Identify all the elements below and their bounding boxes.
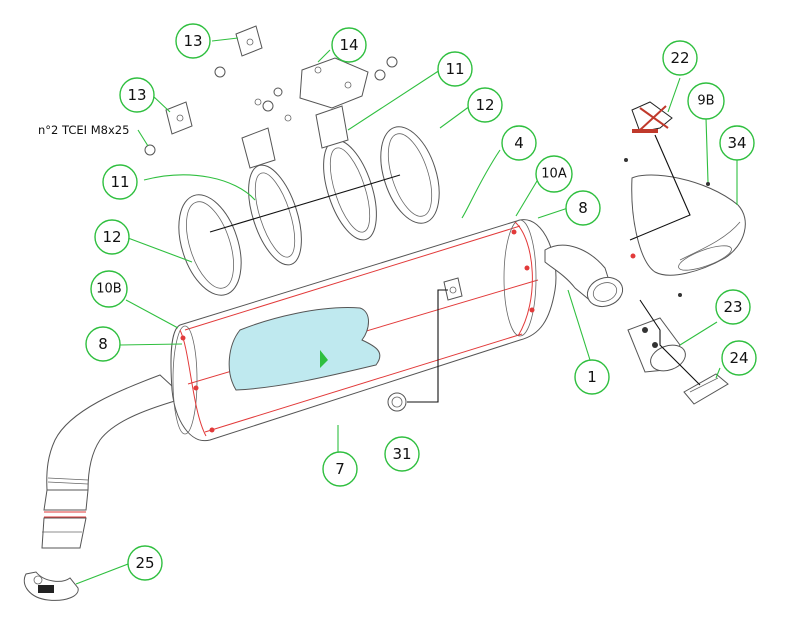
mounting-brackets-11 bbox=[209, 105, 401, 266]
callout-13-top: 13 bbox=[175, 23, 211, 59]
svg-text:8: 8 bbox=[98, 335, 108, 353]
callout-22: 22 bbox=[662, 40, 698, 76]
callout-9b: 9B bbox=[687, 82, 725, 120]
svg-text:8: 8 bbox=[578, 199, 588, 217]
svg-text:9B: 9B bbox=[697, 94, 714, 109]
callout-12-left: 12 bbox=[94, 219, 130, 255]
svg-text:11: 11 bbox=[110, 173, 129, 191]
svg-text:14: 14 bbox=[339, 36, 358, 54]
gasket-24 bbox=[683, 373, 729, 405]
callout-25: 25 bbox=[127, 545, 163, 581]
db-killer-23 bbox=[627, 317, 686, 373]
svg-text:31: 31 bbox=[392, 445, 411, 463]
svg-text:13: 13 bbox=[127, 86, 146, 104]
brackets-13-14 bbox=[144, 25, 398, 156]
band-rings-12 bbox=[178, 126, 440, 296]
link-pipe bbox=[41, 374, 186, 549]
clamp-25 bbox=[23, 571, 79, 601]
callout-1: 1 bbox=[574, 359, 610, 395]
svg-text:1: 1 bbox=[587, 368, 597, 386]
end-cap-34 bbox=[624, 158, 746, 297]
body-bracket bbox=[387, 277, 463, 412]
callout-14: 14 bbox=[331, 27, 367, 63]
callout-8-left: 8 bbox=[85, 326, 121, 362]
callout-13-left: 13 bbox=[119, 77, 155, 113]
callout-11-right: 11 bbox=[437, 51, 473, 87]
svg-text:23: 23 bbox=[723, 298, 742, 316]
callout-11-left: 11 bbox=[102, 164, 138, 200]
callout-10b: 10B bbox=[90, 270, 128, 308]
callout-12-right: 12 bbox=[467, 87, 503, 123]
svg-text:22: 22 bbox=[670, 49, 689, 67]
logo-badge-22 bbox=[631, 101, 673, 133]
callout-7: 7 bbox=[322, 451, 358, 487]
callout-4: 4 bbox=[501, 125, 537, 161]
callout-31: 31 bbox=[384, 436, 420, 472]
callout-10a: 10A bbox=[535, 155, 573, 193]
svg-text:25: 25 bbox=[135, 554, 154, 572]
svg-text:10B: 10B bbox=[96, 282, 121, 297]
svg-text:13: 13 bbox=[183, 32, 202, 50]
callout-23: 23 bbox=[715, 289, 751, 325]
svg-text:12: 12 bbox=[475, 96, 494, 114]
svg-text:12: 12 bbox=[102, 228, 121, 246]
label-sticker-7 bbox=[228, 307, 381, 391]
callout-24: 24 bbox=[721, 340, 757, 376]
svg-text:10A: 10A bbox=[541, 167, 567, 182]
callout-34: 34 bbox=[719, 125, 755, 161]
svg-text:11: 11 bbox=[445, 60, 464, 78]
callout-8-right: 8 bbox=[565, 190, 601, 226]
svg-text:4: 4 bbox=[514, 134, 524, 152]
svg-text:34: 34 bbox=[727, 134, 746, 152]
bolt-note: n°2 TCEI M8x25 bbox=[38, 123, 129, 137]
svg-text:7: 7 bbox=[335, 460, 345, 478]
leader-lines bbox=[75, 37, 738, 585]
outlet-elbow-1 bbox=[544, 244, 624, 308]
svg-text:24: 24 bbox=[729, 349, 748, 367]
